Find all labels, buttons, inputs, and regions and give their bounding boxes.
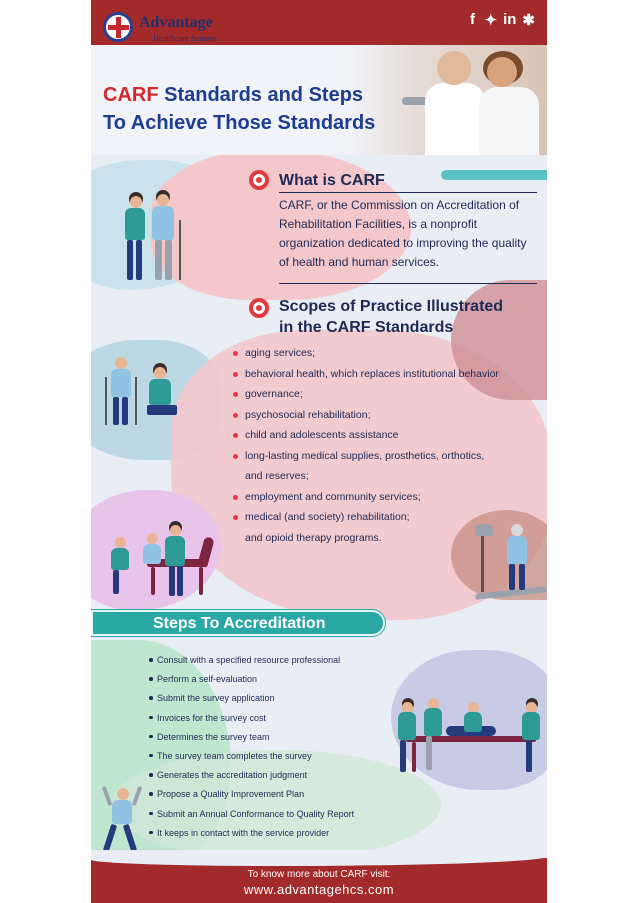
footer-url-link[interactable]: www.advantagehcs.com bbox=[243, 882, 395, 897]
list-item: child and adolescents assistance bbox=[233, 428, 538, 443]
what-is-heading: What is CARF bbox=[279, 172, 385, 189]
decor-blob-brown bbox=[451, 510, 547, 600]
decor-blob-green-2 bbox=[111, 750, 441, 860]
list-item: Determines the survey team bbox=[149, 731, 399, 744]
list-item: Generates the accreditation judgment bbox=[149, 769, 399, 782]
walker-therapy-illustration bbox=[103, 355, 183, 430]
list-item: Invoices for the survey cost bbox=[149, 712, 399, 725]
list-item: governance; bbox=[233, 387, 538, 402]
logo-tagline: Healthcare Systems bbox=[153, 34, 217, 43]
cross-logo-icon bbox=[103, 12, 133, 42]
list-item: behavioral health, which replaces instit… bbox=[233, 367, 538, 382]
physio-bench-illustration bbox=[107, 515, 217, 600]
scopes-heading: Scopes of Practice Illustrated in the CA… bbox=[279, 296, 503, 338]
list-item: Consult with a specified resource profes… bbox=[149, 654, 399, 667]
section-bullet-icon bbox=[249, 170, 269, 190]
list-item: Perform a self-evaluation bbox=[149, 673, 399, 686]
hero-banner: CARF Standards and Steps To Achieve Thos… bbox=[91, 45, 547, 155]
logo-name: Advantage bbox=[139, 14, 213, 31]
title-line-2: To Achieve Those Standards bbox=[103, 112, 376, 134]
list-item: The survey team completes the survey bbox=[149, 750, 399, 763]
title-accent: CARF bbox=[103, 84, 159, 106]
infographic: CARF Standards and Steps To Achieve Thos… bbox=[91, 0, 547, 903]
list-item: long-lasting medical supplies, prostheti… bbox=[233, 449, 538, 464]
section-bullet-icon bbox=[249, 298, 269, 318]
footer-cta: To know more about CARF visit: bbox=[247, 869, 391, 880]
steps-heading-banner: Steps To Accreditation bbox=[91, 610, 385, 636]
divider bbox=[279, 283, 537, 284]
steps-heading: Steps To Accreditation bbox=[153, 615, 326, 632]
list-item: medical (and society) rehabilitation; bbox=[233, 510, 538, 525]
decor-blob-pink bbox=[151, 150, 411, 300]
list-item: Submit the survey application bbox=[149, 692, 399, 705]
photo-man-head bbox=[437, 51, 471, 85]
page-title: CARF Standards and Steps To Achieve Thos… bbox=[103, 81, 375, 137]
facebook-icon[interactable]: f bbox=[470, 11, 475, 28]
list-item: Propose a Quality Improvement Plan bbox=[149, 788, 399, 801]
nurse-patient-illustration bbox=[119, 190, 189, 290]
medical-team-illustration bbox=[396, 690, 546, 780]
list-item: aging services; bbox=[233, 346, 538, 361]
scopes-heading-line-1: Scopes of Practice Illustrated bbox=[279, 298, 504, 315]
social-links: f ✦ in ✱ bbox=[467, 11, 535, 29]
divider bbox=[279, 192, 537, 193]
list-item: and reserves; bbox=[245, 470, 309, 482]
list-item: It keeps in contact with the service pro… bbox=[149, 827, 399, 840]
twitter-icon[interactable]: ✦ bbox=[484, 12, 498, 29]
header-bar bbox=[91, 0, 547, 45]
list-item: and opioid therapy programs. bbox=[245, 531, 382, 544]
hero-photo bbox=[347, 45, 547, 155]
photo-woman-body bbox=[479, 87, 539, 155]
photo-woman-head bbox=[487, 57, 517, 87]
accent-bar bbox=[441, 170, 547, 180]
list-item: employment and community services; bbox=[233, 490, 538, 505]
dumbbell-icon bbox=[402, 97, 438, 105]
scopes-heading-line-2: in the CARF Standards bbox=[279, 319, 454, 336]
decor-blob-maroon bbox=[451, 280, 547, 400]
what-is-body: CARF, or the Commission on Accreditation… bbox=[279, 198, 527, 269]
list-item: psychosocial rehabilitation; bbox=[233, 408, 538, 423]
yelp-icon[interactable]: ✱ bbox=[522, 12, 535, 29]
title-rest: Standards and Steps bbox=[158, 84, 364, 106]
steps-list: Consult with a specified resource profes… bbox=[149, 654, 399, 846]
linkedin-icon[interactable]: in bbox=[503, 11, 517, 28]
treadmill-illustration bbox=[471, 520, 547, 600]
logo[interactable]: Advantage Healthcare Systems bbox=[103, 10, 223, 50]
exercise-illustration bbox=[97, 780, 147, 855]
photo-man-body bbox=[425, 83, 485, 155]
list-item: Submit an Annual Conformance to Quality … bbox=[149, 808, 399, 821]
scopes-list: aging services; behavioral health, which… bbox=[233, 346, 538, 551]
footer-wave bbox=[91, 850, 547, 866]
